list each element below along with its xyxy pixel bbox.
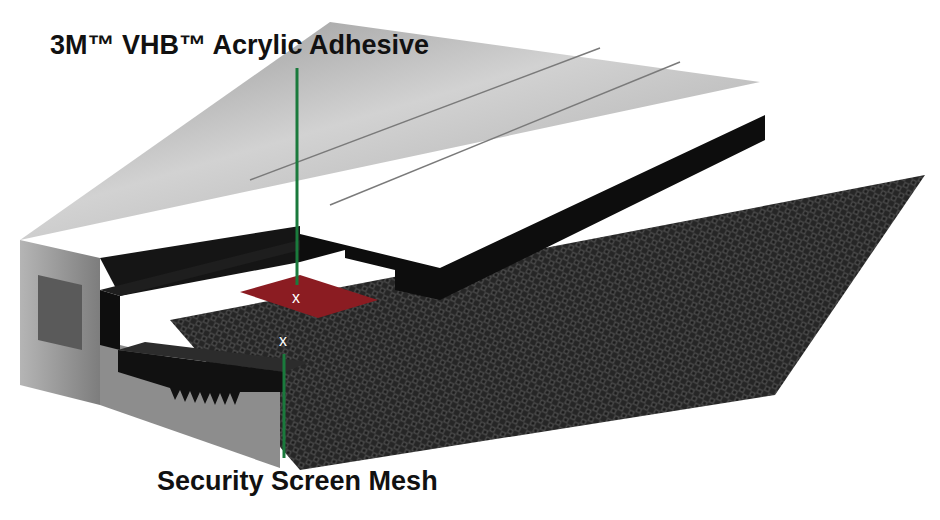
part-label: 3M™ VHB™ Acrylic Adhesive bbox=[50, 30, 429, 61]
groove bbox=[250, 48, 600, 180]
point-mark: x bbox=[279, 332, 287, 350]
gasket bbox=[300, 115, 765, 300]
extrusion-end bbox=[20, 240, 100, 405]
part-label: Security Screen Mesh bbox=[157, 466, 438, 497]
gasket bbox=[100, 290, 120, 350]
wedge bbox=[118, 350, 285, 405]
hollow-chamber bbox=[38, 275, 82, 350]
leader-line bbox=[283, 354, 286, 458]
extrusion-top bbox=[20, 22, 760, 240]
leader-line bbox=[296, 68, 299, 285]
adhesive-pad bbox=[240, 275, 378, 318]
point-mark: x bbox=[292, 289, 300, 307]
